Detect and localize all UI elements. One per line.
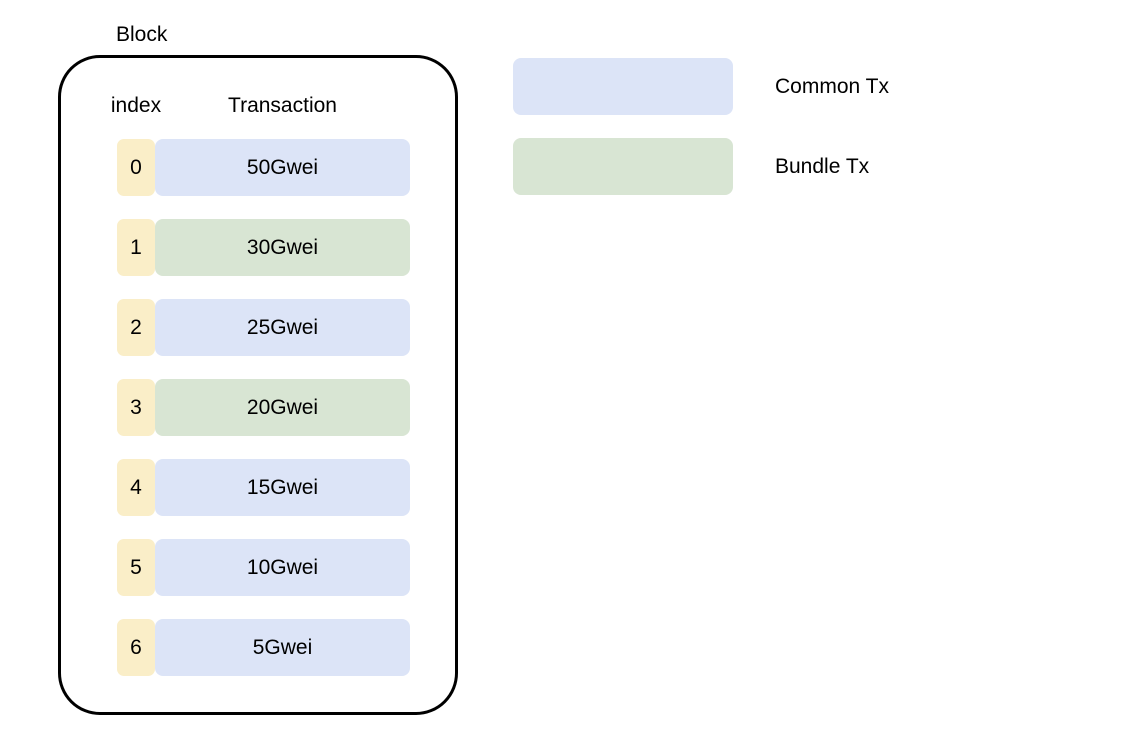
transaction-index-cell: 3 [117,379,155,436]
transaction-cell-common: 5Gwei [155,619,410,676]
legend-swatch-bundle [513,138,733,195]
transaction-index-cell: 4 [117,459,155,516]
transaction-cell-common: 25Gwei [155,299,410,356]
column-header-transaction: Transaction [228,94,337,117]
transaction-index-cell: 2 [117,299,155,356]
transaction-index-cell: 6 [117,619,155,676]
block-container [58,55,458,715]
transaction-index-cell: 1 [117,219,155,276]
transaction-cell-common: 50Gwei [155,139,410,196]
transaction-cell-common: 15Gwei [155,459,410,516]
column-header-index: index [110,94,162,117]
legend-label-bundle: Bundle Tx [775,154,870,178]
transaction-index-cell: 0 [117,139,155,196]
transaction-index-cell: 5 [117,539,155,596]
legend-swatch-common [513,58,733,115]
transaction-cell-bundle: 30Gwei [155,219,410,276]
block-label: Block [112,24,172,45]
transaction-cell-bundle: 20Gwei [155,379,410,436]
transaction-cell-common: 10Gwei [155,539,410,596]
legend-label-common: Common Tx [775,74,889,98]
